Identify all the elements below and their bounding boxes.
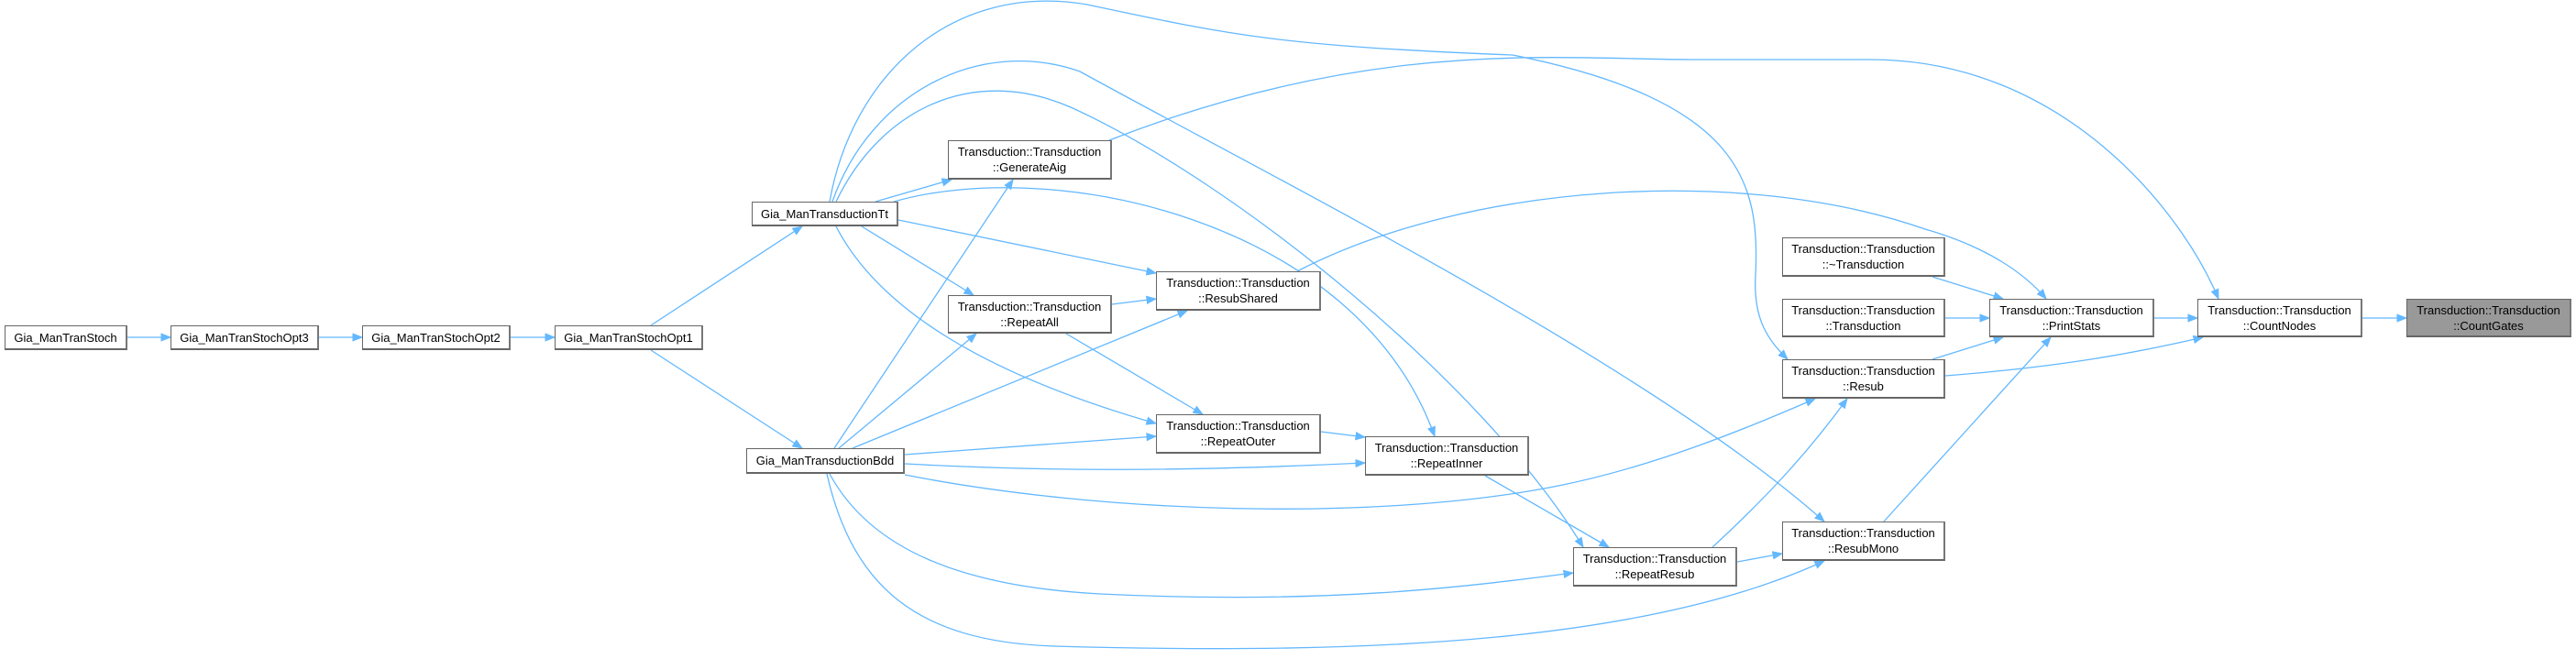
edge-repeatouter-repeatinner [1320, 431, 1367, 441]
node-label-line1: Transduction::Transduction [1582, 552, 1727, 566]
node-label-line1: Transduction::Transduction [1791, 242, 1935, 256]
node-gia-mantransductiontt[interactable]: Gia_ManTransductionTt [752, 202, 898, 226]
node-generateaig[interactable]: Transduction::Transduction::GenerateAig [948, 140, 1112, 180]
edge-repeatall-resubshared [1111, 295, 1158, 305]
edge-destructor-printstats [1932, 276, 2005, 301]
edge-repeatinner-repeatresub [1484, 475, 1611, 548]
node-gia-mantranstochopt1[interactable]: Gia_ManTranStochOpt1 [555, 325, 703, 350]
node-label-line2: ::ResubShared [1198, 291, 1278, 305]
node-constructor[interactable]: Transduction::Transduction::Transduction [1782, 299, 1945, 337]
edge-resub-printstats [1932, 335, 2005, 360]
node-label-line2: ::ResubMono [1827, 542, 1899, 555]
node-label-line2: ::~Transduction [1822, 258, 1905, 271]
node-label-line1: Transduction::Transduction [957, 145, 1102, 159]
node-label-line1: Transduction::Transduction [1166, 419, 1310, 433]
node-repeatinner[interactable]: Transduction::Transduction::RepeatInner [1365, 436, 1529, 476]
node-label-line2: ::Transduction [1825, 318, 1901, 333]
node-label: Gia_ManTranStochOpt2 [371, 330, 501, 345]
node-label-line1: Transduction::Transduction [2416, 302, 2560, 317]
node-label-line1: Transduction::Transduction [1791, 302, 1935, 317]
node-countgates-current: Transduction::Transduction::CountGates [2406, 299, 2571, 337]
node-label-line2: ::PrintStats [2042, 318, 2101, 333]
node-label-line1: Transduction::Transduction [1374, 441, 1519, 455]
node-repeatresub[interactable]: Transduction::Transduction::RepeatResub [1573, 547, 1737, 587]
node-label-line1: Transduction::Transduction [1166, 276, 1310, 290]
node-resubmono[interactable]: Transduction::Transduction::ResubMono [1782, 522, 1945, 561]
node-label-line1: Transduction::Transduction [1791, 364, 1935, 378]
node-label-line1: Transduction::Transduction [1999, 302, 2143, 317]
node-label-line2: ::RepeatInner [1410, 456, 1483, 470]
edge-generateaig-countnodes [1108, 56, 2219, 301]
node-label: Gia_ManTranStochOpt1 [564, 330, 693, 345]
edge-opt1-tt [650, 225, 803, 326]
node-repeatall[interactable]: Transduction::Transduction::RepeatAll [948, 295, 1112, 334]
edge-tt-generateaig [875, 178, 953, 203]
edge-tt-repeatresub [835, 90, 1584, 549]
node-destructor[interactable]: Transduction::Transduction::~Transductio… [1782, 237, 1945, 277]
edge-tt-resubmono [831, 60, 1825, 522]
node-label-line2: ::RepeatResub [1614, 567, 1695, 581]
edge-bdd-resub [904, 398, 1817, 510]
node-label: Gia_ManTranStoch [14, 330, 117, 345]
edge-bdd-repeatouter [904, 433, 1158, 456]
node-repeatouter[interactable]: Transduction::Transduction::RepeatOuter [1156, 414, 1321, 454]
node-label-line2: ::GenerateAig [992, 160, 1067, 174]
node-printstats[interactable]: Transduction::Transduction::PrintStats [1989, 299, 2154, 337]
edge-bdd-generateaig [833, 179, 1014, 449]
node-gia-mantranstoch[interactable]: Gia_ManTranStoch [5, 325, 127, 350]
node-label-line2: ::RepeatAll [1000, 314, 1059, 329]
node-label-line1: Transduction::Transduction [1791, 526, 1935, 540]
edge-bdd-repeatinner [904, 458, 1367, 470]
node-resubshared[interactable]: Transduction::Transduction::ResubShared [1156, 271, 1321, 311]
node-label-line2: ::CountGates [2453, 318, 2524, 333]
edge-resub-countnodes [1944, 335, 2205, 377]
edge-repeatall-repeatouter [1065, 333, 1205, 415]
node-label-line1: Transduction::Transduction [2207, 302, 2351, 317]
node-countnodes[interactable]: Transduction::Transduction::CountNodes [2197, 299, 2362, 337]
edge-bdd-resubshared [852, 310, 1189, 449]
node-label: Gia_ManTransductionTt [761, 206, 888, 221]
node-label-line2: ::CountNodes [2242, 318, 2317, 333]
edge-tt-repeatinner [893, 187, 1436, 438]
edge-bdd-repeatall [838, 333, 977, 449]
node-label: Gia_ManTransductionBdd [755, 454, 895, 467]
node-gia-mantransductionbdd[interactable]: Gia_ManTransductionBdd [746, 448, 905, 474]
edge-tt-resubshared [897, 219, 1158, 276]
edge-repeatresub-resubmono [1736, 551, 1784, 563]
edge-opt1-bdd [650, 349, 803, 449]
edge-bdd-resubmono [826, 473, 1826, 650]
node-label: Gia_ManTranStochOpt3 [180, 330, 309, 345]
node-label-line2: ::RepeatOuter [1200, 434, 1276, 448]
node-label-line2: ::Resub [1843, 379, 1884, 393]
node-label-line1: Transduction::Transduction [957, 299, 1102, 313]
edge-resubshared-printstats [1296, 190, 2047, 300]
edge-tt-resub [829, 0, 1789, 360]
node-resub[interactable]: Transduction::Transduction::Resub [1782, 359, 1945, 399]
node-gia-mantranstochopt2[interactable]: Gia_ManTranStochOpt2 [362, 325, 511, 350]
edge-repeatresub-resub [1712, 398, 1848, 548]
edge-bdd-repeatresub [829, 473, 1575, 599]
node-gia-mantranstochopt3[interactable]: Gia_ManTranStochOpt3 [171, 325, 319, 350]
edge-tt-repeatall [861, 225, 974, 296]
edge-tt-repeatouter [835, 225, 1158, 425]
